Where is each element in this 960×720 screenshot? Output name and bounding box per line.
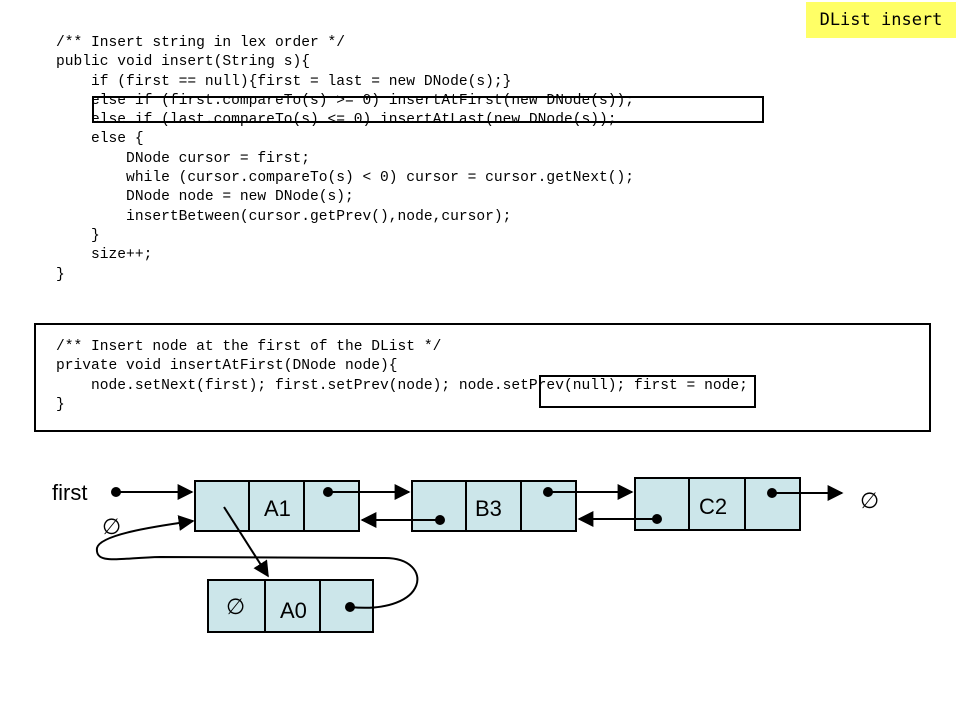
code-line: } <box>56 266 65 283</box>
node-a1-label: A1 <box>264 496 291 521</box>
node-b3-label: B3 <box>475 496 502 521</box>
code-line: /** Insert string in lex order */ <box>56 35 346 51</box>
a1-prev-to-a0-arrow <box>223 506 269 578</box>
code-line: else if (last.compareTo(s) <= 0) insertA… <box>56 112 617 129</box>
code-line: DNode node = new DNode(s); <box>56 189 354 206</box>
highlight-set-prev-null <box>539 375 756 408</box>
first-label: first <box>52 480 87 505</box>
node-c2-label: C2 <box>699 494 727 519</box>
code-line: DNode cursor = first; <box>56 150 310 167</box>
code-line: insertBetween(cursor.getPrev(),node,curs… <box>56 208 512 225</box>
null-symbol-first-prev: ∅ <box>102 514 121 539</box>
slide-title: DList insert <box>806 2 956 38</box>
code-line: while (cursor.compareTo(s) < 0) cursor =… <box>56 170 635 187</box>
a0-next-curve-arrow <box>95 515 419 609</box>
code-line: if (first == null){first = last = new DN… <box>56 73 512 90</box>
node-c2: C2 <box>634 477 801 531</box>
code-line: size++; <box>56 247 153 264</box>
code-insert: /** Insert string in lex order */ public … <box>56 34 634 285</box>
code-line: private void insertAtFirst(DNode node){ <box>56 358 398 375</box>
code-insert-at-first: /** Insert node at the first of the DLis… <box>56 338 748 415</box>
insert-at-first-frame <box>34 323 931 432</box>
highlight-insert-at-first-line <box>92 96 764 123</box>
node-a1: A1 <box>194 480 360 532</box>
code-line: } <box>56 227 100 244</box>
code-line: } <box>56 396 65 413</box>
code-line: else { <box>56 131 144 148</box>
code-line: /** Insert node at the first of the DLis… <box>56 339 442 355</box>
code-line: node.setNext(first); first.setPrev(node)… <box>56 377 748 394</box>
code-line: public void insert(String s){ <box>56 54 310 71</box>
null-symbol-c2-next: ∅ <box>860 488 879 513</box>
node-a0-label: A0 <box>280 598 307 623</box>
null-symbol-a0-prev: ∅ <box>226 594 245 619</box>
